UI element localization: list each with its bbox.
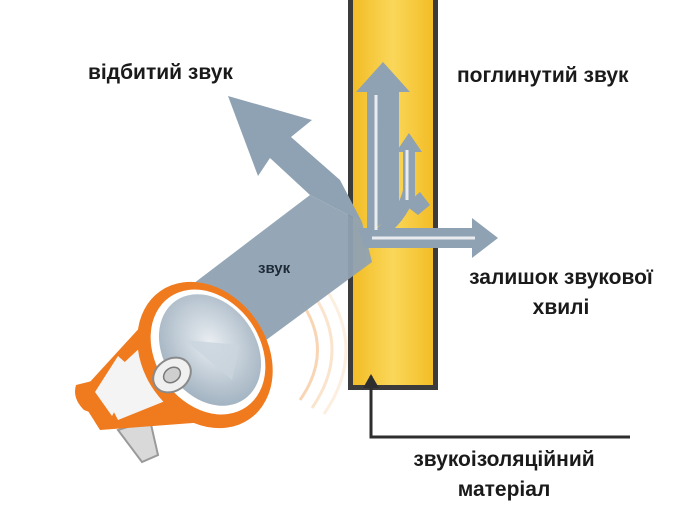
megaphone-icon	[75, 281, 273, 464]
material-leader-arrowhead	[363, 374, 379, 388]
sound-waves	[298, 285, 348, 415]
remainder-wave-label: залишок звукової хвилі	[469, 266, 653, 319]
arrow-highlights	[372, 95, 475, 240]
reflected-sound-arrow	[228, 96, 362, 222]
sound-label: звук	[258, 260, 291, 277]
absorbed-sound-arrow-right	[405, 192, 430, 215]
material-leader-line	[369, 376, 630, 439]
insulation-material-label: звукоізоляційний матеріал	[413, 448, 595, 501]
absorbed-sound-arrow-large	[356, 62, 410, 232]
absorbed-sound-label: поглинутий звук	[457, 64, 629, 87]
reflected-sound-label: відбитий звук	[88, 61, 233, 84]
absorbed-sound-arrow-small	[372, 133, 422, 240]
